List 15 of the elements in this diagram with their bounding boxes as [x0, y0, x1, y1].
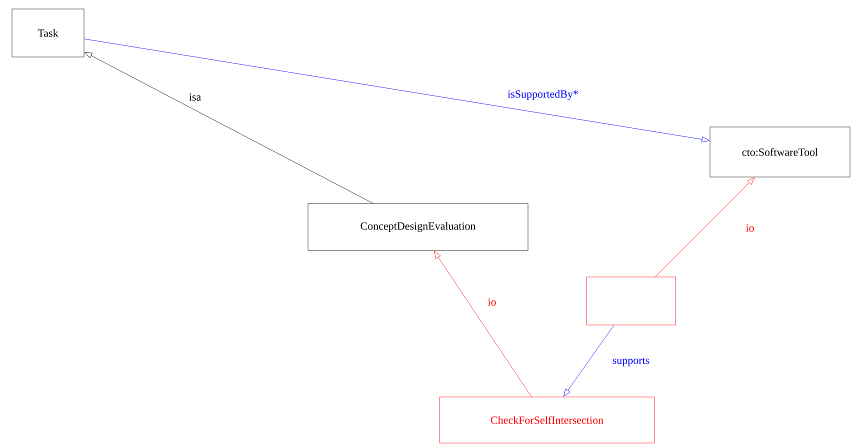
- arrow: [434, 250, 532, 397]
- edge-label: io: [488, 298, 496, 306]
- edge-label: io: [746, 224, 754, 232]
- class-box: CheckForSelfIntersection: [439, 396, 655, 444]
- arrow: [655, 177, 755, 277]
- edge-label: supports: [612, 358, 650, 366]
- empty-box: [586, 276, 676, 326]
- arrow: [564, 325, 614, 397]
- class-box: Task: [12, 8, 84, 58]
- edge-label: isSupportedBy*: [508, 90, 578, 100]
- arrow: [84, 52, 374, 204]
- edge-label: isa: [189, 93, 201, 101]
- class-box: cto:SoftwareTool: [710, 126, 850, 178]
- class-box: ConceptDesignEvaluation: [308, 203, 528, 251]
- arrow: [84, 38, 710, 142]
